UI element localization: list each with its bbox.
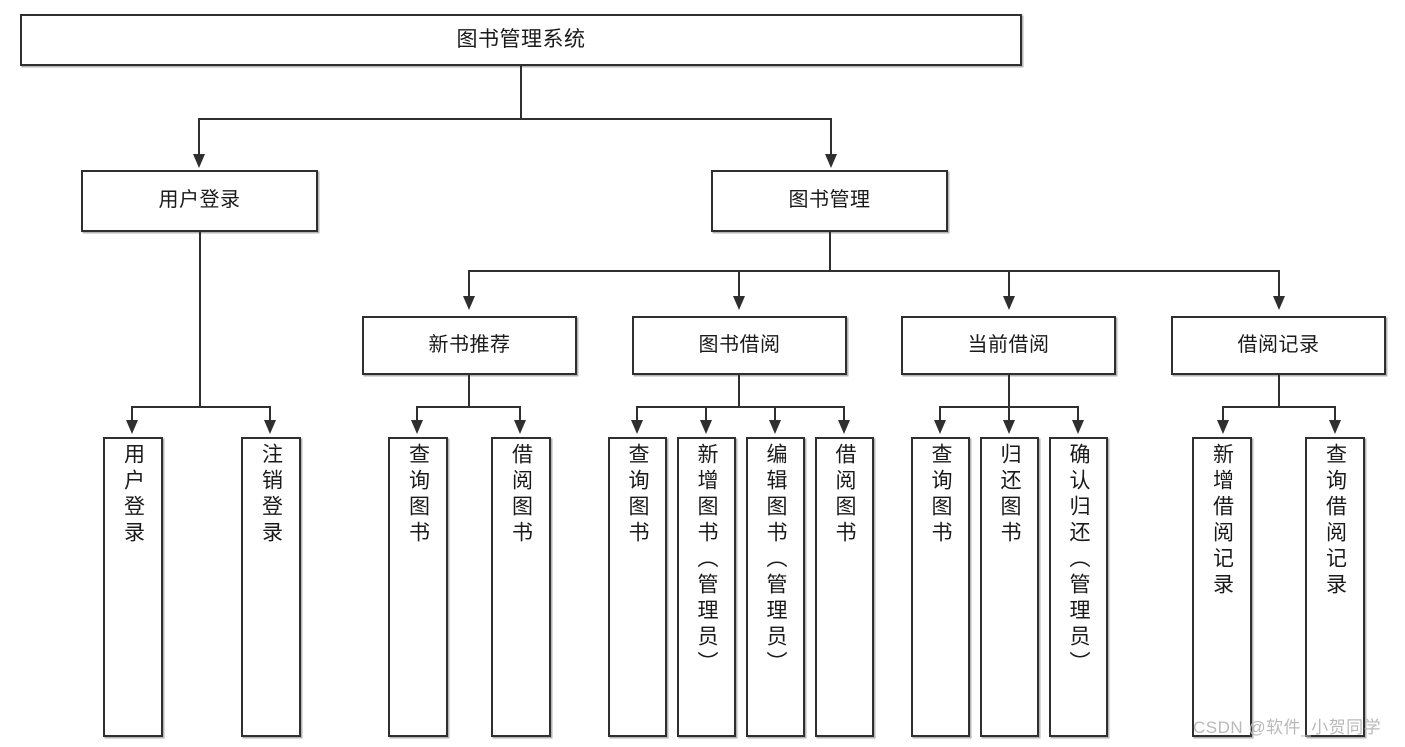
edge-borrow-record-bus <box>1222 406 1336 408</box>
arrow-to-leaf-add-record <box>1217 420 1229 434</box>
arrow-to-leaf-return-book <box>1003 420 1015 434</box>
edge-user-login-stem <box>199 232 201 408</box>
edge-user-login-bus <box>131 406 270 408</box>
edge-cb-to-leaf-1 <box>939 406 941 422</box>
edge-bb-to-leaf-1 <box>636 406 638 422</box>
node-book-management-label: 图书管理 <box>788 189 871 212</box>
edge-root-bus <box>198 118 832 120</box>
node-leaf-borrow-book-1[interactable]: 借阅图书 <box>491 437 551 737</box>
arrow-to-leaf-query-book-2 <box>631 420 643 434</box>
node-leaf-edit-book-label: 编辑图书（管理员） <box>764 443 787 677</box>
arrow-to-leaf-borrow-book-1 <box>514 420 526 434</box>
csdn-watermark: CSDN @软件_小贺同学 <box>1193 718 1382 737</box>
arrow-to-leaf-add-book <box>700 420 712 434</box>
node-new-book-recommend-label: 新书推荐 <box>428 333 511 356</box>
arrow-to-borrow-record <box>1273 296 1285 310</box>
arrow-to-leaf-query-record <box>1329 420 1341 434</box>
node-leaf-add-record[interactable]: 新增借阅记录 <box>1192 437 1252 737</box>
arrow-to-user-login <box>193 154 205 168</box>
edge-new-book-to-leaf-1 <box>416 406 418 422</box>
node-leaf-user-login-label: 用户登录 <box>121 443 145 547</box>
node-new-book-recommend[interactable]: 新书推荐 <box>362 316 577 375</box>
node-leaf-query-record[interactable]: 查询借阅记录 <box>1305 437 1365 737</box>
arrow-to-leaf-user-login <box>126 420 138 434</box>
node-leaf-confirm-return-label: 确认归还（管理员） <box>1067 443 1090 677</box>
node-borrow-record[interactable]: 借阅记录 <box>1171 316 1386 375</box>
node-leaf-return-book-label: 归还图书 <box>998 443 1021 547</box>
edge-bm-to-book-borrow <box>738 270 740 298</box>
node-leaf-query-book-2-label: 查询图书 <box>626 443 649 547</box>
node-current-borrow[interactable]: 当前借阅 <box>901 316 1116 375</box>
edge-cb-to-leaf-2 <box>1008 406 1010 422</box>
edge-book-management-bus <box>468 270 1280 272</box>
edge-root-to-book-management <box>830 118 832 156</box>
edge-book-borrow-stem <box>738 375 740 406</box>
node-leaf-user-logout[interactable]: 注销登录 <box>241 437 301 737</box>
node-leaf-return-book[interactable]: 归还图书 <box>980 437 1039 737</box>
node-leaf-user-logout-label: 注销登录 <box>259 443 283 547</box>
arrow-to-leaf-confirm-return <box>1072 420 1084 434</box>
node-leaf-query-book-3[interactable]: 查询图书 <box>911 437 970 737</box>
edge-root-stem <box>520 66 522 118</box>
edge-bm-to-borrow-record <box>1278 270 1280 298</box>
node-leaf-confirm-return[interactable]: 确认归还（管理员） <box>1049 437 1108 737</box>
node-leaf-query-book-1-label: 查询图书 <box>406 443 430 547</box>
node-leaf-add-book[interactable]: 新增图书（管理员） <box>677 437 736 737</box>
node-leaf-add-record-label: 新增借阅记录 <box>1210 443 1234 599</box>
edge-borrow-record-stem <box>1278 375 1280 406</box>
arrow-to-current-borrow <box>1003 296 1015 310</box>
node-leaf-add-book-label: 新增图书（管理员） <box>695 443 718 677</box>
edge-bb-to-leaf-2 <box>705 406 707 422</box>
edge-cb-to-leaf-3 <box>1077 406 1079 422</box>
edge-user-login-to-leaf-2 <box>269 406 271 422</box>
arrow-to-leaf-user-logout <box>264 420 276 434</box>
edge-new-book-to-leaf-2 <box>519 406 521 422</box>
node-leaf-user-login[interactable]: 用户登录 <box>103 437 163 737</box>
edge-root-to-user-login <box>198 118 200 156</box>
node-book-management[interactable]: 图书管理 <box>711 170 948 232</box>
edge-new-book-stem <box>468 375 470 406</box>
edge-book-management-stem <box>829 232 831 270</box>
edge-new-book-bus <box>416 406 521 408</box>
node-user-login-label: 用户登录 <box>158 189 241 212</box>
arrow-to-leaf-borrow-book-2 <box>838 420 850 434</box>
node-leaf-query-book-2[interactable]: 查询图书 <box>608 437 667 737</box>
node-leaf-borrow-book-1-label: 借阅图书 <box>509 443 533 547</box>
node-leaf-query-book-1[interactable]: 查询图书 <box>388 437 448 737</box>
node-leaf-query-record-label: 查询借阅记录 <box>1323 443 1347 599</box>
arrow-to-book-management <box>825 154 837 168</box>
node-user-login[interactable]: 用户登录 <box>81 170 318 232</box>
edge-user-login-to-leaf-1 <box>131 406 133 422</box>
node-book-borrow[interactable]: 图书借阅 <box>632 316 847 375</box>
node-borrow-record-label: 借阅记录 <box>1237 333 1320 356</box>
arrow-to-new-book-recommend <box>463 296 475 310</box>
edge-book-borrow-bus <box>636 406 845 408</box>
edge-bb-to-leaf-4 <box>843 406 845 422</box>
node-root[interactable]: 图书管理系统 <box>20 14 1022 66</box>
arrow-to-leaf-query-book-1 <box>411 420 423 434</box>
edge-br-to-leaf-2 <box>1334 406 1336 422</box>
arrow-to-leaf-edit-book <box>769 420 781 434</box>
node-book-borrow-label: 图书借阅 <box>698 333 781 356</box>
arrow-to-leaf-query-book-3 <box>934 420 946 434</box>
edge-bb-to-leaf-3 <box>774 406 776 422</box>
arrow-to-book-borrow <box>733 296 745 310</box>
edge-current-borrow-stem <box>1008 375 1010 406</box>
edge-bm-to-current-borrow <box>1008 270 1010 298</box>
node-leaf-edit-book[interactable]: 编辑图书（管理员） <box>746 437 805 737</box>
node-current-borrow-label: 当前借阅 <box>967 333 1050 356</box>
edge-bm-to-new-book <box>468 270 470 298</box>
node-leaf-query-book-3-label: 查询图书 <box>929 443 952 547</box>
node-root-label: 图书管理系统 <box>456 27 586 51</box>
edge-br-to-leaf-1 <box>1222 406 1224 422</box>
node-leaf-borrow-book-2[interactable]: 借阅图书 <box>815 437 874 737</box>
node-leaf-borrow-book-2-label: 借阅图书 <box>833 443 856 547</box>
